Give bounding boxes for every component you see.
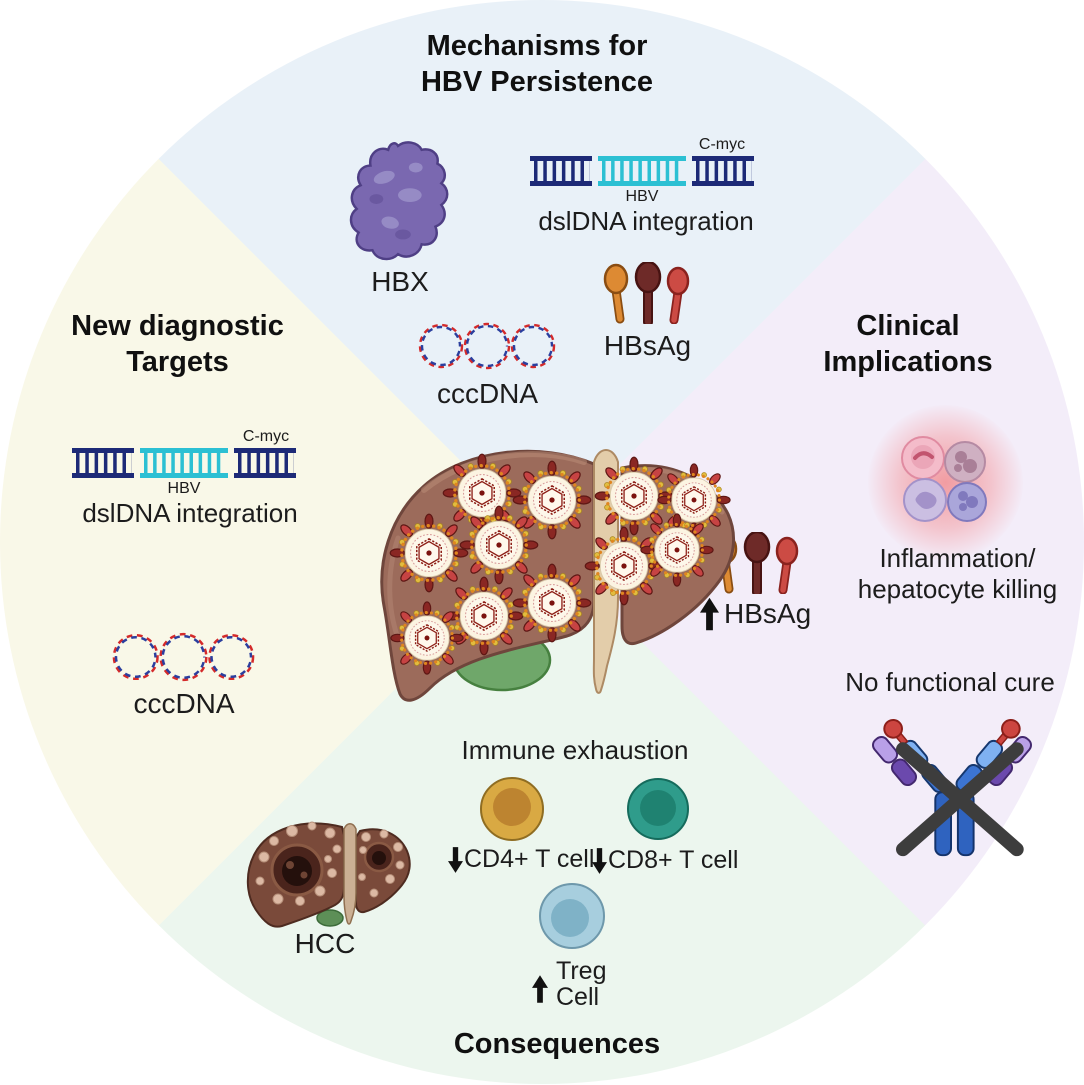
dsldna-integration-label: dslDNA integration — [538, 206, 754, 236]
hbsag-label: HBsAg — [724, 598, 812, 629]
dna-integration-icon — [72, 448, 296, 478]
hcc-label: HCC — [294, 928, 356, 959]
cd8-label: CD8+ T cell — [608, 846, 739, 874]
hbx-label: HBX — [371, 266, 429, 297]
cmyc-label: C-myc — [242, 428, 290, 445]
immune-exhaustion-label: Immune exhaustion — [461, 735, 689, 765]
dna-integration-icon — [530, 156, 754, 186]
cccdna-icon — [112, 632, 255, 682]
left-dsldna-group: C-myc HBV dslDNA integration — [62, 428, 318, 528]
treg-cell-icon — [539, 883, 605, 949]
dsldna-integration-label: dslDNA integration — [82, 498, 298, 528]
inflammation-cells-icon — [901, 436, 987, 522]
bottom-sector-title: Consequences — [453, 1028, 661, 1060]
treg-increase-label-group: Treg Cell — [532, 958, 606, 1010]
cd4-label: CD4+ T cell — [464, 845, 595, 873]
top-sector-title: Mechanisms for HBV Persistence — [420, 30, 654, 98]
inflammation-glow — [868, 405, 1023, 560]
cccdna-label: cccDNA — [436, 378, 539, 409]
top-dsldna-group: C-myc HBV dslDNA integration — [518, 136, 774, 236]
down-arrow-icon — [448, 846, 463, 873]
hbv-label: HBV — [167, 480, 201, 497]
hbv-label: HBV — [625, 188, 659, 205]
hbsag-label: HBsAg — [603, 330, 692, 361]
cd8-cell-icon — [627, 778, 689, 840]
down-arrow-icon — [592, 847, 607, 874]
antibody-crossed-icon — [872, 719, 1032, 857]
liver-icon — [380, 449, 735, 702]
left-sector-title: New diagnostic Targets — [71, 310, 284, 378]
up-arrow-icon — [700, 597, 719, 631]
no-functional-cure-label: No functional cure — [845, 667, 1055, 697]
treg-label: Treg Cell — [556, 957, 607, 1011]
hbx-protein-icon — [349, 141, 449, 261]
hcc-liver-icon — [246, 821, 411, 928]
right-sector-title: Clinical Implications — [823, 310, 993, 378]
cccdna-label: cccDNA — [133, 688, 235, 719]
inflammation-label: Inflammation/ hepatocyte killing — [857, 543, 1058, 604]
cd4-decrease-label-group: CD4+ T cell — [448, 845, 594, 874]
cd4-cell-icon — [480, 777, 544, 841]
cd8-decrease-label-group: CD8+ T cell — [592, 846, 738, 875]
hbsag-increase-label-group: HBsAg — [700, 597, 811, 631]
up-arrow-icon — [532, 975, 548, 1003]
cmyc-label: C-myc — [698, 136, 746, 153]
hbsag-icon — [603, 262, 690, 324]
cccdna-icon — [418, 322, 556, 370]
